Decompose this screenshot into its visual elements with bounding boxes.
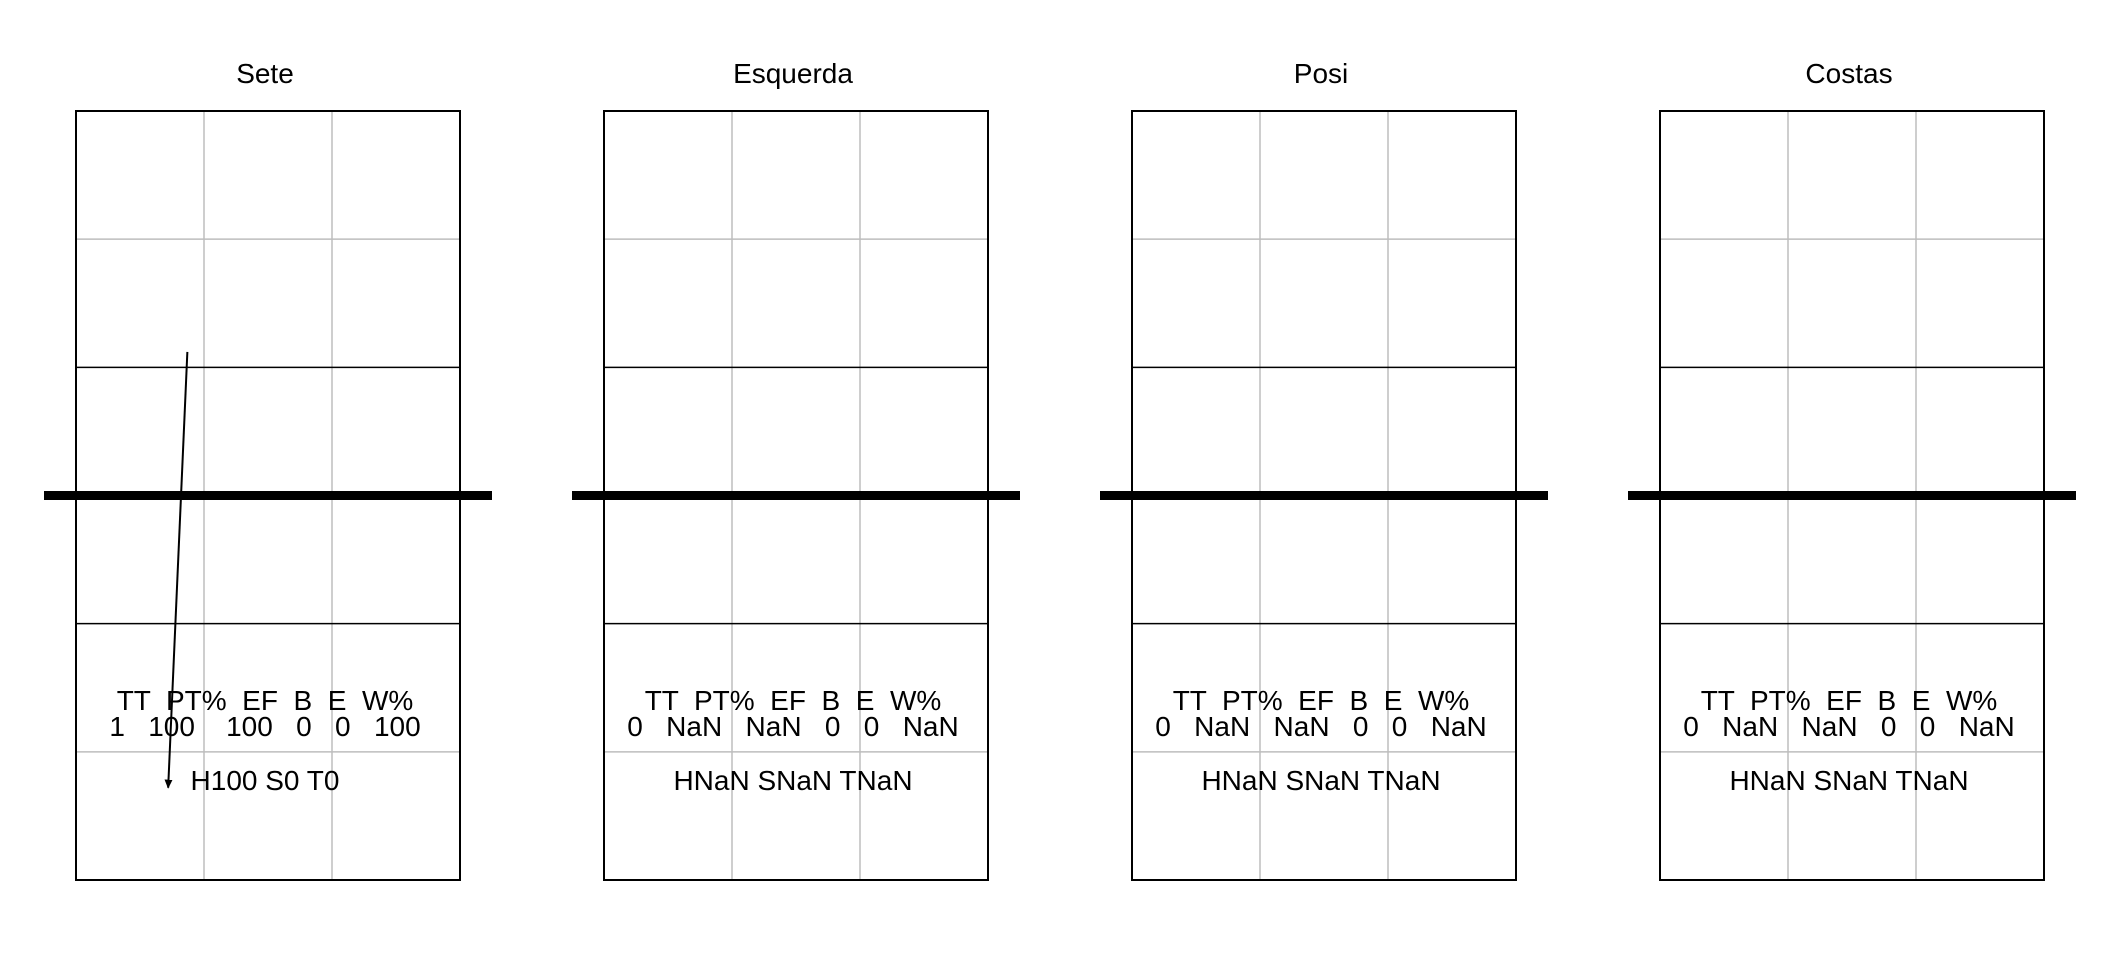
court-diagram-esquerda <box>572 110 1020 881</box>
court-diagram-posi <box>1100 110 1548 881</box>
summary-text: H100 S0 T0 <box>190 765 340 796</box>
panel-title: Esquerda <box>733 58 853 89</box>
court-panel-sete: Sete TT PT% EF B E W% 1 100 100 0 0 100 … <box>0 0 528 960</box>
court-panel-costas: Costas TT PT% EF B E W% 0 NaN NaN 0 0 Na… <box>1584 0 2112 960</box>
stats-header: TT PT% EF B E W% <box>644 685 942 716</box>
stats-header: TT PT% EF B E W% <box>116 685 414 716</box>
stats-values: 0 NaN NaN 0 0 NaN <box>1683 711 2015 742</box>
summary-text: HNaN SNaN TNaN <box>673 765 913 796</box>
summary-text: HNaN SNaN TNaN <box>1729 765 1969 796</box>
panel-title: Posi <box>1293 58 1349 89</box>
stats-header: TT PT% EF B E W% <box>1700 685 1998 716</box>
court-panel-posi: Posi TT PT% EF B E W% 0 NaN NaN 0 0 NaN … <box>1056 0 1584 960</box>
court-diagram-sete <box>44 110 492 881</box>
summary-text: HNaN SNaN TNaN <box>1201 765 1441 796</box>
court-diagram-costas <box>1628 110 2076 881</box>
court-panel-esquerda: Esquerda TT PT% EF B E W% 0 NaN NaN 0 0 … <box>528 0 1056 960</box>
stats-header: TT PT% EF B E W% <box>1172 685 1470 716</box>
stats-values: 0 NaN NaN 0 0 NaN <box>1155 711 1487 742</box>
stats-values: 1 100 100 0 0 100 <box>109 711 421 742</box>
panel-title: Costas <box>1805 58 1893 89</box>
panel-title: Sete <box>236 58 294 89</box>
stats-values: 0 NaN NaN 0 0 NaN <box>627 711 959 742</box>
attack-arrow <box>164 351 189 789</box>
